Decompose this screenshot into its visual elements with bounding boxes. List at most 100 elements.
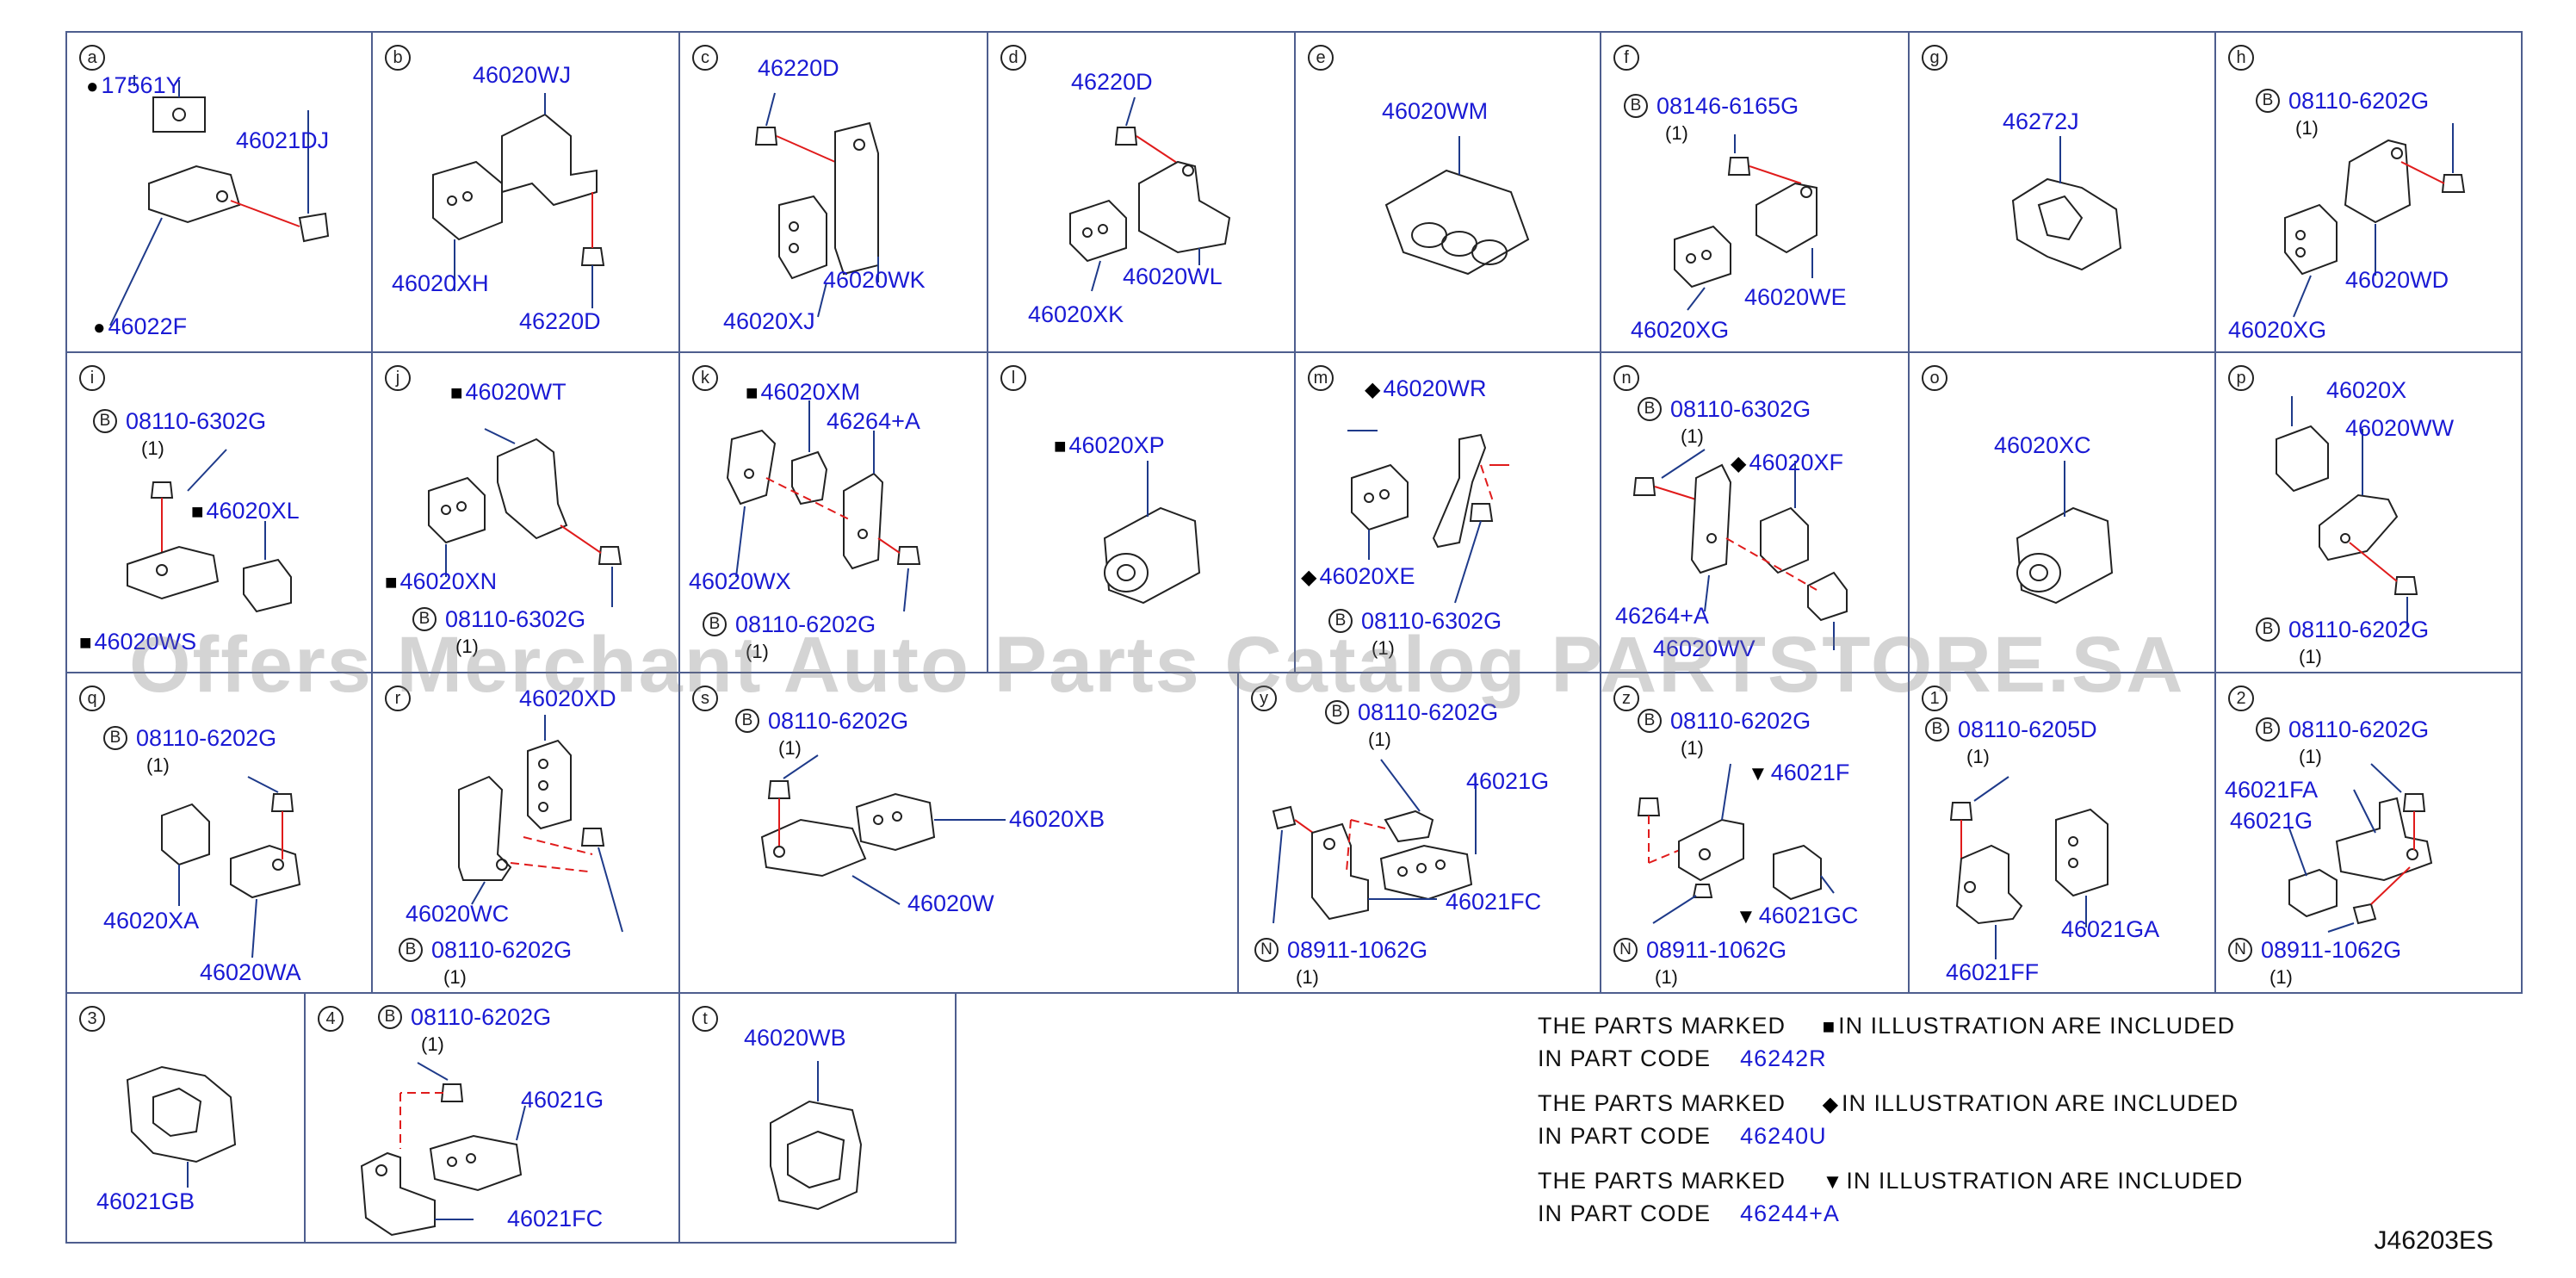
part-label: 46264+A — [1615, 603, 1709, 629]
quantity: (1) — [2295, 117, 2319, 139]
bracket-illustration — [1674, 134, 1817, 311]
part-label: 46020XJ — [723, 308, 815, 334]
bushing-illustration — [2016, 461, 2114, 605]
cell-id: y — [1251, 686, 1277, 711]
part-label: 46272J — [2003, 109, 2079, 134]
quantity: (1) — [421, 1033, 444, 1055]
part-label: 46020WB — [744, 1025, 846, 1051]
cell-id: p — [2228, 365, 2254, 391]
part-label: 46020WC — [406, 901, 510, 927]
bracket-illustration — [1272, 759, 1477, 924]
bracket-illustration — [1632, 449, 1848, 650]
cell-id: 1 — [1922, 686, 1947, 711]
part-label: 46021FA — [2225, 777, 2319, 803]
cell-o: o 46020XC — [1908, 351, 2216, 673]
quantity: (1) — [146, 754, 170, 776]
clip-illustration — [2011, 136, 2122, 271]
quantity: (1) — [2299, 746, 2322, 767]
bushing-illustration — [1103, 461, 1201, 605]
quantity: (1) — [1372, 637, 1395, 659]
bracket-illustration — [1069, 96, 1231, 292]
quantity: (1) — [778, 737, 802, 759]
cell-g: g 46272J — [1908, 31, 2216, 353]
bracket-illustration — [127, 449, 292, 613]
cell-id: d — [1000, 45, 1026, 71]
part-label: ◆46020XF — [1731, 450, 1844, 475]
part-label: 46020WM — [1382, 98, 1489, 124]
cell-b: b 46020WJ 46020XH 46220D — [371, 31, 680, 353]
cell-id: g — [1922, 45, 1947, 71]
part-label: 46020WD — [2345, 267, 2449, 293]
part-label: ▼46021F — [1748, 760, 1850, 785]
legend-note: IN PART CODE 46242R — [1538, 1045, 1827, 1071]
legend-note: IN PART CODE 46244+A — [1538, 1200, 1840, 1226]
legend-note: THE PARTS MARKED ▼IN ILLUSTRATION ARE IN… — [1538, 1168, 2244, 1194]
legend-note: THE PARTS MARKED ◆IN ILLUSTRATION ARE IN… — [1538, 1090, 2239, 1116]
cell-id: a — [79, 45, 105, 71]
quantity: (1) — [141, 437, 164, 459]
bracket-illustration — [760, 754, 1006, 905]
part-label: 46020W — [907, 890, 994, 916]
cell-id: m — [1308, 365, 1334, 391]
part-label: 46020XG — [2228, 317, 2327, 343]
part-label: ●17561Y — [86, 72, 182, 98]
part-label: 46020WV — [1653, 636, 1756, 661]
cell-id: o — [1922, 365, 1947, 391]
bracket-illustration — [1949, 776, 2108, 959]
part-label: 46020X — [2326, 377, 2407, 403]
part-label: 46020WL — [1123, 264, 1223, 289]
cell-id: 2 — [2228, 686, 2254, 711]
part-label: 46021G — [1466, 768, 1550, 794]
part-label: ◆46020XE — [1301, 563, 1415, 589]
quantity: (1) — [1966, 746, 1990, 767]
diagram-reference-code: J46203ES — [2374, 1226, 2493, 1255]
watermark: Offers Merchant Auto Parts Catalog PARTS… — [129, 621, 2185, 709]
part-label: 46264+A — [827, 408, 920, 434]
legend-note: IN PART CODE 46240U — [1538, 1123, 1827, 1149]
cell-id: r — [385, 686, 411, 711]
bracket-illustration — [1347, 430, 1509, 604]
cell-id: q — [79, 686, 105, 711]
cell-id: t — [692, 1006, 718, 1032]
cell-l: l ■46020XP — [987, 351, 1296, 673]
part-label: 46020WW — [2345, 415, 2455, 441]
quantity: (1) — [1655, 966, 1678, 988]
part-label: 46020WK — [823, 267, 926, 293]
bracket-illustration — [161, 776, 301, 958]
cell-id: 4 — [318, 1006, 344, 1032]
cell-c: c 46220D 46020WK 46020XJ — [678, 31, 988, 353]
part-label: 46020WX — [689, 568, 791, 594]
part-label: 46220D — [1071, 69, 1153, 95]
part-label: ■46020XP — [1054, 432, 1165, 458]
cell-id: f — [1613, 45, 1639, 71]
quantity: (1) — [1296, 966, 1319, 988]
quantity: (1) — [1665, 122, 1688, 144]
quantity: (1) — [2299, 646, 2322, 667]
bracket-illustration — [1637, 763, 1835, 924]
quantity: (1) — [443, 966, 467, 988]
part-label: ◆46020WR — [1365, 375, 1487, 401]
cell-id: b — [385, 45, 411, 71]
quantity: (1) — [1368, 729, 1391, 750]
bushing-bracket-illustration — [109, 75, 330, 326]
part-label: ●46022F — [93, 313, 188, 339]
bracket-illustration — [428, 428, 622, 607]
part-label: ■46020WT — [450, 379, 567, 405]
part-label: ▼46021GC — [1736, 903, 1859, 928]
part-label: 46021DJ — [236, 127, 330, 153]
